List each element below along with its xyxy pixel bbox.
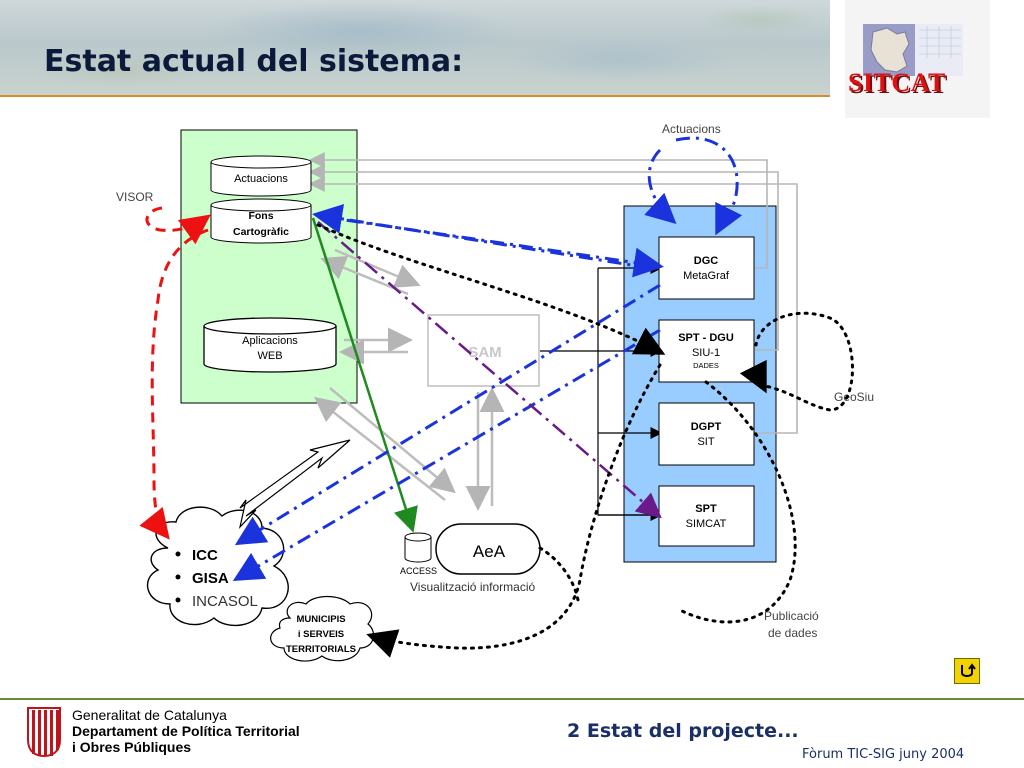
visualitzacio-label: Visualització informació: [410, 580, 535, 594]
svg-text:i SERVEIS: i SERVEIS: [298, 629, 344, 640]
gencat-line-1: Generalitat de Catalunya: [72, 707, 227, 723]
gencat-line-2: Departament de Política Territorial: [72, 723, 300, 739]
svg-text:SIU-1: SIU-1: [692, 347, 720, 359]
svg-text:TERRITORIALS: TERRITORIALS: [286, 644, 356, 655]
svg-text:Cartogràfic: Cartogràfic: [233, 226, 289, 238]
box-dgpt: DGPT SIT: [658, 402, 755, 466]
visor-label: VISOR: [116, 190, 154, 204]
publicacio-label: Publicació: [764, 609, 819, 623]
svg-text:WEB: WEB: [257, 350, 282, 362]
green-arrow: [311, 217, 418, 533]
sitcat-logo-text: SITCAT: [848, 68, 946, 97]
cloud-municipis: MUNICIPIS i SERVEIS TERRITORIALS: [270, 595, 375, 662]
icc-sam-double-arrow: [238, 439, 351, 530]
cloud-icc-gisa-incasol: ICC GISA INCASOL: [146, 506, 289, 627]
svg-text:SIT: SIT: [697, 436, 714, 448]
db-aplicacions-web: Aplicacions WEB: [203, 317, 337, 373]
footer-divider: [0, 698, 1024, 700]
gencat-emblem-icon: [26, 706, 62, 758]
actuacions-label: Actuacions: [662, 122, 721, 136]
return-icon: [961, 663, 976, 677]
svg-text:ACCESS: ACCESS: [400, 566, 437, 576]
geosiu-label: GeoSiu: [834, 390, 874, 404]
svg-text:SIMCAT: SIMCAT: [686, 518, 727, 530]
svg-text:DGC: DGC: [694, 255, 719, 267]
sam-box: [427, 314, 540, 387]
svg-text:SPT: SPT: [695, 503, 717, 515]
svg-text:GISA: GISA: [192, 570, 229, 587]
svg-text:Aplicacions: Aplicacions: [242, 335, 298, 347]
header-divider: [0, 95, 830, 97]
svg-text:DADES: DADES: [693, 361, 719, 370]
svg-text:DGPT: DGPT: [691, 421, 722, 433]
svg-text:INCASOL: INCASOL: [192, 593, 258, 610]
sam-label: SAM: [468, 344, 501, 361]
gencat-department: Generalitat de Catalunya Departament de …: [72, 707, 300, 755]
db-fons-cartografic: Fons Cartogràfic: [210, 198, 312, 244]
svg-text:Actuacions: Actuacions: [234, 173, 288, 185]
return-button[interactable]: [954, 658, 980, 684]
svg-text:SPT - DGU: SPT - DGU: [678, 332, 734, 344]
access-db: ACCESS: [400, 532, 437, 576]
svg-text:MetaGraf: MetaGraf: [683, 270, 730, 282]
svg-text:AeA: AeA: [473, 542, 506, 561]
purple-arrow: [317, 221, 662, 519]
catalonia-map-icon: [863, 24, 963, 76]
svg-text:MUNICIPIS: MUNICIPIS: [296, 614, 345, 625]
box-spt-dgu: SPT - DGU SIU-1 DADES: [658, 319, 755, 383]
page-title: Estat actual del sistema:: [44, 44, 464, 79]
db-actuacions: Actuacions: [210, 155, 312, 197]
svg-text:ICC: ICC: [192, 547, 218, 564]
section-title: 2 Estat del projecte...: [567, 720, 799, 742]
svg-text:Fons: Fons: [248, 210, 273, 222]
box-dgc: DGC MetaGraf: [658, 236, 755, 300]
box-spt: SPT SIMCAT: [658, 485, 755, 547]
header-background: [0, 0, 830, 95]
system-diagram: Actuacions Fons Cartogràfic Aplicacions …: [116, 122, 874, 662]
gencat-line-3: i Obres Públiques: [72, 739, 192, 755]
forum-caption: Fòrum TIC-SIG juny 2004: [802, 747, 965, 762]
publicacio-label-2: de dades: [768, 626, 817, 640]
aea-box: AeA: [435, 523, 541, 575]
